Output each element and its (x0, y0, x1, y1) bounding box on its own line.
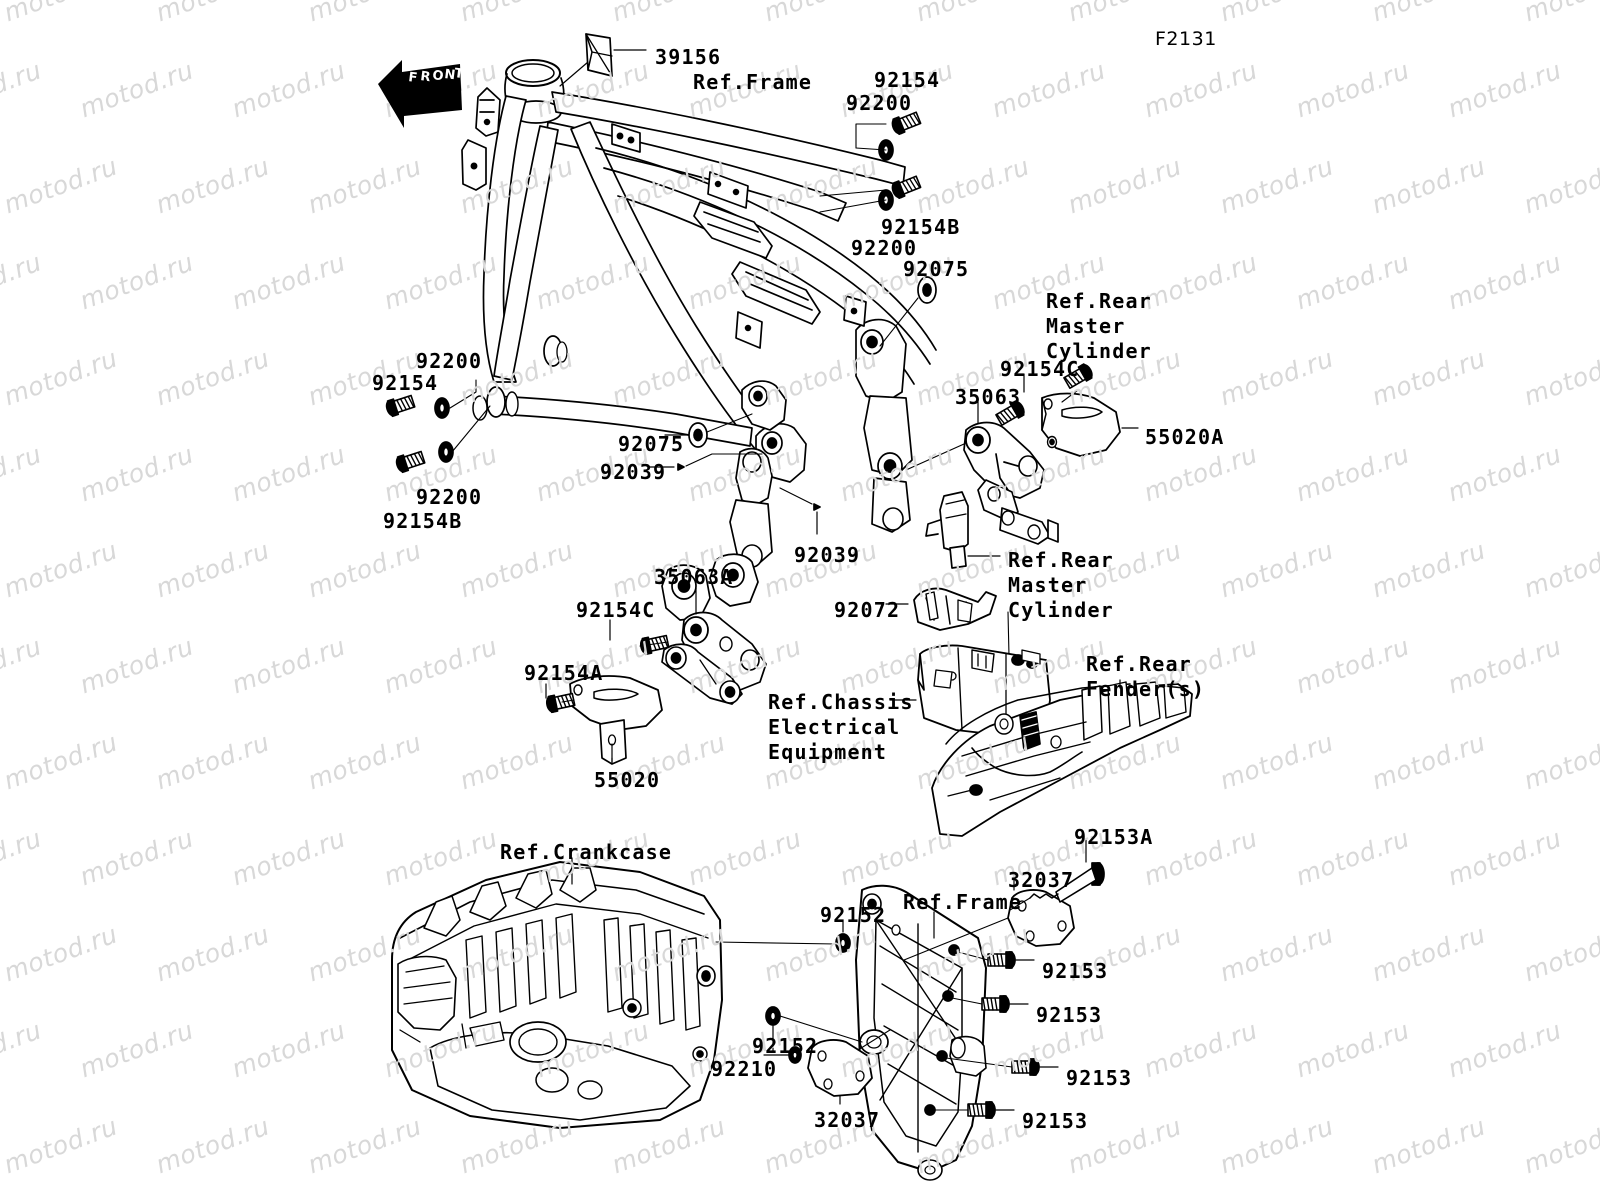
callout-92153: 92153 (1042, 959, 1109, 983)
callout-92039: 92039 (794, 543, 861, 567)
part-35063A-footrest-assembly (609, 587, 767, 705)
part-32037-stay-lower (807, 1029, 891, 1105)
fastener-group-upper-right (819, 109, 937, 347)
callout-92154b: 92154B (383, 509, 463, 533)
callout-92153: 92153 (1022, 1109, 1089, 1133)
callout-refcrankcase: Ref.Crankcase (500, 840, 673, 864)
part-92039-rivets (647, 453, 821, 535)
part-39156-pad (559, 33, 647, 87)
callout-refchassis: Ref.Chassis Electrical Equipment (768, 690, 914, 764)
svg-text:O: O (432, 68, 445, 84)
ref-rear-master-cylinder-unit (925, 491, 1001, 569)
callout-32037: 32037 (1008, 868, 1075, 892)
diagram-code: F2131 (1155, 28, 1217, 50)
callout-92153a: 92153A (1074, 825, 1154, 849)
part-35063-footrest-assembly (905, 373, 1059, 545)
part-55020-guard (544, 675, 663, 765)
callout-32037: 32037 (814, 1108, 881, 1132)
callout-92154c: 92154C (1000, 357, 1080, 381)
part-92210-nut (763, 1046, 802, 1064)
svg-text:N: N (444, 67, 457, 83)
svg-text:F: F (408, 70, 419, 86)
engine-bracket-assembly (855, 884, 987, 1181)
callout-92075: 92075 (903, 257, 970, 281)
callout-92200: 92200 (846, 91, 913, 115)
fastener-group-left (383, 379, 491, 475)
frame-assembly (461, 59, 937, 621)
callout-refrear: Ref.Rear Master Cylinder (1008, 548, 1114, 622)
svg-text:R: R (420, 69, 432, 85)
callout-55020: 55020 (594, 768, 661, 792)
callout-92154: 92154 (372, 371, 439, 395)
callout-92154a: 92154A (524, 661, 604, 685)
callout-92152: 92152 (820, 903, 887, 927)
callout-refframe: Ref.Frame (693, 70, 813, 94)
callout-92154b: 92154B (881, 215, 961, 239)
part-55020A-guard (1041, 361, 1139, 457)
part-92153A-long-bolt (1009, 839, 1105, 911)
ref-crankcase-engine (391, 857, 723, 1129)
callout-92153: 92153 (1036, 1003, 1103, 1027)
callout-refrear: Ref.Rear Master Cylinder (1046, 289, 1152, 363)
callout-92154: 92154 (874, 68, 941, 92)
callout-92210: 92210 (711, 1057, 778, 1081)
callout-92200: 92200 (416, 349, 483, 373)
callout-refframe: Ref.Frame (903, 890, 1023, 914)
callout-92152: 92152 (752, 1034, 819, 1058)
callout-55020a: 55020A (1145, 425, 1225, 449)
callout-39156: 39156 (655, 45, 722, 69)
callout-92153: 92153 (1066, 1066, 1133, 1090)
svg-text:T: T (454, 66, 465, 82)
callout-92075: 92075 (618, 432, 685, 456)
part-32037-stay-upper (903, 879, 1075, 961)
part-92075-left (664, 413, 753, 448)
callout-92072: 92072 (834, 598, 901, 622)
part-92153-bolts (933, 951, 1059, 1119)
ref-rear-fender-assembly (931, 679, 1193, 837)
callout-92200: 92200 (416, 485, 483, 509)
callout-35063a: 35063A (654, 565, 734, 589)
callout-35063: 35063 (955, 385, 1022, 409)
front-direction-marker: F R O N T (378, 60, 465, 128)
part-92152-collars (715, 921, 863, 1053)
callout-92200: 92200 (851, 236, 918, 260)
callout-refrear: Ref.Rear Fender(s) (1086, 652, 1206, 701)
callout-92154c: 92154C (576, 598, 656, 622)
callout-92039: 92039 (600, 460, 667, 484)
